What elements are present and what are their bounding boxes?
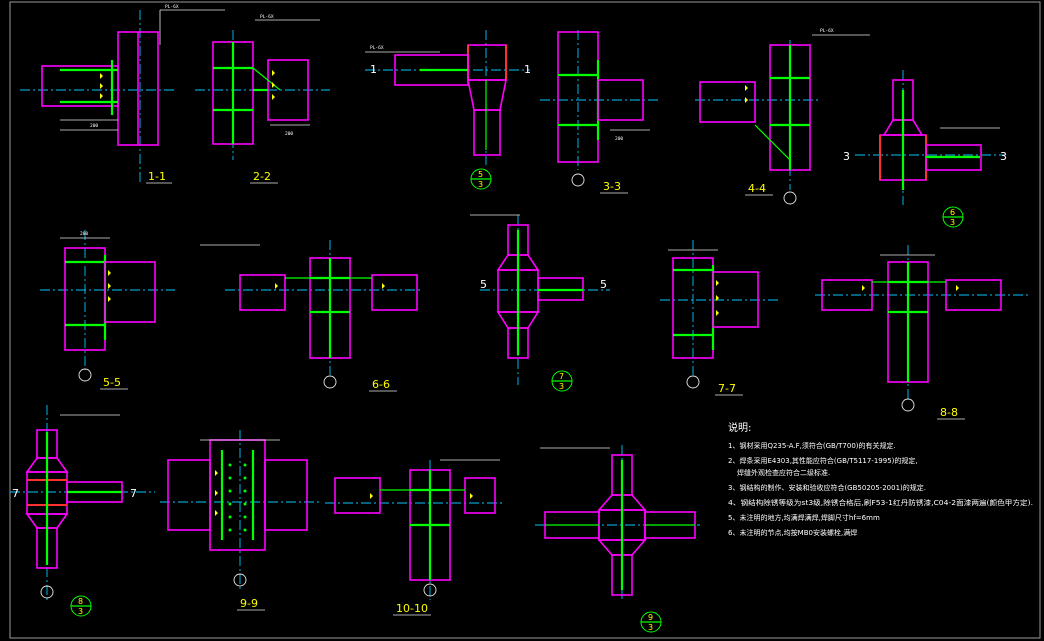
cut-mark-7: 7 [12, 487, 19, 500]
axis-bubble [571, 173, 585, 187]
detail-6-6 [200, 240, 420, 375]
detail-8-8 [815, 245, 1030, 400]
section-title-7-7: 7-7 [718, 382, 736, 395]
svg-text:3: 3 [648, 623, 653, 632]
detail-2-2: PL-6X 200 [195, 14, 330, 160]
notes-title: 说明: [728, 421, 751, 434]
svg-text:200: 200 [90, 123, 98, 129]
svg-text:6: 6 [950, 208, 955, 217]
cut-mark-5: 5 [480, 278, 487, 291]
detail-symbol-8-3: 8 3 [70, 595, 92, 617]
section-title-10-10: 10-10 [396, 602, 428, 615]
detail-symbol-9-3: 9 3 [640, 611, 662, 633]
note-2-continued: 焊缝外观检查应符合二级标准. [737, 468, 830, 477]
cut-mark-1: 1 [370, 63, 377, 76]
axis-bubble [901, 398, 915, 412]
cut-mark-1-right: 1 [524, 63, 531, 76]
detail-column-joint-top: PL-6X [365, 30, 530, 165]
note-5: 5、未注明的地方,均满焊满焊,焊脚尺寸hf=6mm [728, 513, 880, 522]
detail-10-10 [325, 459, 505, 600]
svg-text:8: 8 [78, 597, 83, 606]
svg-text:200: 200 [615, 136, 623, 142]
detail-5-5: 200 [40, 230, 175, 370]
axis-bubble [323, 375, 337, 389]
svg-text:3: 3 [950, 218, 955, 227]
axis-bubble [233, 573, 247, 587]
axis-bubble [423, 583, 437, 597]
svg-text:5: 5 [478, 170, 483, 179]
cut-mark-3-right: 3 [1000, 150, 1007, 163]
axis-bubble [78, 368, 92, 382]
svg-text:PL-6X: PL-6X [260, 14, 274, 20]
svg-text:PL-6X: PL-6X [370, 45, 384, 51]
cut-mark-3: 3 [843, 150, 850, 163]
axis-bubble [783, 191, 797, 205]
note-4: 4、钢结构除锈等级为st3级,除锈合格后,刷F53-1红丹防锈漆,C04-2面漆… [728, 498, 1033, 507]
notes-block: 说明: 1、钢材采用Q235-A.F,须符合(GB/T700)的有关规定. 2、… [728, 421, 1033, 537]
drawing-frame [9, 1, 1041, 639]
svg-text:PL-6X: PL-6X [165, 4, 179, 10]
svg-text:9: 9 [648, 613, 653, 622]
svg-text:200: 200 [285, 131, 293, 137]
note-1: 1、钢材采用Q235-A.F,须符合(GB/T700)的有关规定. [728, 441, 896, 450]
svg-text:200: 200 [80, 231, 88, 237]
detail-4-4: PL-6X [695, 28, 870, 190]
detail-symbol-5-3: 5 3 [470, 168, 492, 190]
section-title-1-1: 1-1 [148, 170, 166, 183]
note-2: 2、焊条采用E4303,其性能应符合(GB/T5117-1995)的规定, [728, 456, 918, 465]
detail-9-9 [160, 430, 320, 590]
svg-text:3: 3 [559, 382, 564, 391]
detail-column-joint-middle [470, 214, 610, 385]
cut-mark-7-right: 7 [130, 487, 137, 500]
detail-3-3: 200 [540, 30, 660, 170]
axis-bubble [686, 375, 700, 389]
cut-mark-5-right: 5 [600, 278, 607, 291]
section-title-3-3: 3-3 [603, 180, 621, 193]
axis-bubble [40, 585, 54, 599]
detail-symbol-6-3: 6 3 [942, 206, 964, 228]
svg-text:3: 3 [478, 180, 483, 189]
svg-text:3: 3 [78, 607, 83, 616]
detail-column-joint-right [855, 70, 1005, 205]
section-title-8-8: 8-8 [940, 406, 958, 419]
section-title-5-5: 5-5 [103, 376, 121, 389]
detail-1-1: PL-6X 200 [20, 4, 225, 185]
detail-7-7 [660, 240, 780, 375]
detail-column-joint-bottom-left [10, 405, 155, 600]
detail-column-joint-bottom [535, 445, 700, 600]
section-title-2-2: 2-2 [253, 170, 271, 183]
section-title-4-4: 4-4 [748, 182, 766, 195]
svg-text:PL-6X: PL-6X [820, 28, 834, 34]
note-6: 6、未注明的节点,均按MB0安装螺栓,满焊 [728, 528, 857, 537]
svg-text:7: 7 [559, 372, 564, 381]
note-3: 3、钢结构的制作、安装和验收应符合(GB50205-2001)的规定. [728, 483, 926, 492]
section-title-9-9: 9-9 [240, 597, 258, 610]
detail-symbol-7-3: 7 3 [551, 370, 573, 392]
section-title-6-6: 6-6 [372, 378, 390, 391]
